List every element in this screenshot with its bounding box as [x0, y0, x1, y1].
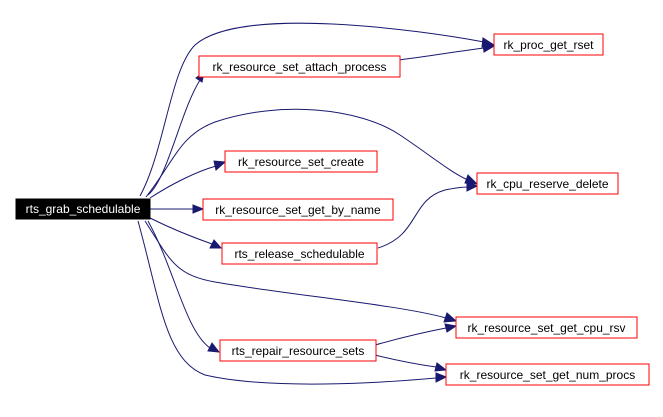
edge-root-to-proc-get-rset — [139, 22, 485, 197]
node-label: rts_release_schedulable — [234, 247, 364, 261]
arrowhead — [466, 181, 479, 192]
edge-root-to-repair — [147, 220, 211, 349]
edge-root-to-get-num-procs — [137, 220, 437, 385]
node-label: rk_cpu_reserve_delete — [486, 177, 608, 191]
node-label: rk_resource_set_get_by_name — [215, 203, 381, 217]
graph-nodes: rts_grab_schedulable rk_resource_set_att… — [15, 33, 650, 386]
arrowhead — [434, 362, 448, 372]
edge-root-to-cpu-reserve-delete — [145, 108, 469, 198]
edge-root-to-release-schedulable — [149, 217, 213, 245]
arrowhead — [482, 42, 496, 53]
node-rk-resource-set-attach-process[interactable]: rk_resource_set_attach_process — [198, 55, 401, 78]
node-rts-release-schedulable[interactable]: rts_release_schedulable — [221, 242, 378, 265]
node-rts-grab-schedulable[interactable]: rts_grab_schedulable — [15, 198, 151, 220]
node-label: rk_resource_set_get_num_procs — [460, 368, 635, 382]
node-rk-resource-set-get-by-name[interactable]: rk_resource_set_get_by_name — [202, 198, 394, 221]
edge-release-to-cpu-reserve-delete — [377, 186, 469, 249]
node-label: rts_repair_resource_sets — [232, 344, 365, 358]
edge-repair-to-get-cpu-rsv — [374, 327, 447, 346]
node-label: rk_resource_set_attach_process — [212, 60, 386, 74]
node-rk-resource-set-create[interactable]: rk_resource_set_create — [224, 150, 378, 173]
node-rk-proc-get-rset[interactable]: rk_proc_get_rset — [493, 33, 604, 56]
node-rts-repair-resource-sets[interactable]: rts_repair_resource_sets — [219, 339, 377, 362]
node-label: rk_proc_get_rset — [503, 38, 594, 52]
arrowhead — [213, 160, 227, 171]
arrowhead — [443, 312, 458, 323]
node-label: rk_resource_set_get_cpu_rsv — [467, 321, 625, 335]
graph-edges — [137, 22, 496, 385]
arrowhead — [209, 239, 223, 249]
edge-attach-process-to-proc-get-rset — [398, 47, 485, 61]
node-rk-cpu-reserve-delete[interactable]: rk_cpu_reserve_delete — [476, 172, 619, 195]
arrowhead — [192, 204, 205, 214]
edge-root-to-set-create — [149, 165, 217, 199]
arrowhead — [444, 323, 458, 333]
node-label: rts_grab_schedulable — [26, 202, 141, 216]
edge-root-to-attach-process — [147, 79, 201, 196]
arrowhead — [435, 372, 448, 383]
edge-repair-to-get-num-procs — [374, 354, 437, 368]
node-rk-resource-set-get-num-procs[interactable]: rk_resource_set_get_num_procs — [445, 363, 650, 386]
node-label: rk_resource_set_create — [238, 155, 364, 169]
node-rk-resource-set-get-cpu-rsv[interactable]: rk_resource_set_get_cpu_rsv — [455, 316, 638, 339]
arrowhead — [207, 342, 221, 353]
edge-root-to-get-cpu-rsv — [144, 220, 447, 319]
